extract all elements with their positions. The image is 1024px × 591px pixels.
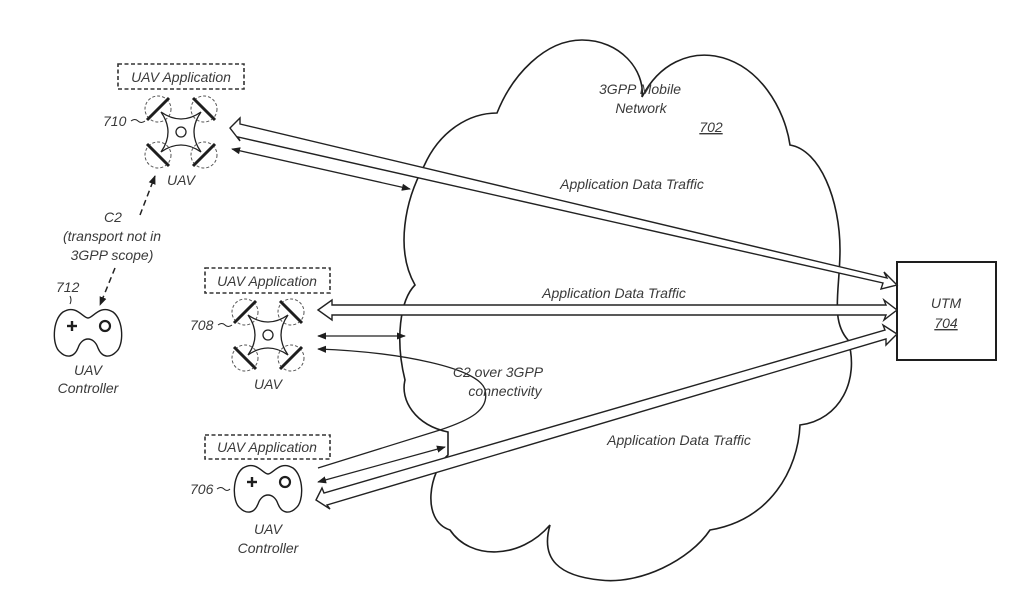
c2-direct-link-upper <box>139 175 156 216</box>
traffic-label-middle: Application Data Traffic <box>541 285 686 301</box>
uav-application-label: UAV Application <box>131 69 231 85</box>
uav-application-label: UAV Application <box>217 439 317 455</box>
uav-application-box <box>204 434 331 460</box>
c2-direct-line2: (transport not in <box>63 228 161 244</box>
controller-712-ref: 712 <box>56 279 80 295</box>
network-ref: 702 <box>699 119 723 135</box>
network-title-line1: 3GPP Mobile <box>599 81 681 97</box>
c2-3gpp-line2: connectivity <box>468 383 542 399</box>
network-title-line2: Network <box>615 100 667 116</box>
uav-application-label: UAV Application <box>217 273 317 289</box>
uav-708-label: UAV <box>254 376 284 392</box>
traffic-band-uav710-utm: Application Data Traffic <box>229 116 899 290</box>
controller-706-label-line2: Controller <box>238 540 300 556</box>
traffic-label-top: Application Data Traffic <box>559 176 704 192</box>
uav-application-box <box>204 267 331 294</box>
gamepad-icon <box>53 308 123 357</box>
uav-application-box <box>117 63 245 90</box>
c2-direct-link-lower <box>99 267 116 306</box>
gamepad-icon <box>233 464 303 513</box>
controller-712-label-line2: Controller <box>58 380 120 396</box>
drone-icon <box>231 298 305 372</box>
utm-ref: 704 <box>934 315 958 331</box>
controller-712-label-line1: UAV <box>74 362 104 378</box>
traffic-band-controller706-utm: Application Data Traffic <box>315 323 899 510</box>
c2-3gpp-line1: C2 over 3GPP <box>453 364 544 380</box>
c2-arrow-uav710-network <box>231 147 411 191</box>
c2-over-3gpp-path <box>317 345 487 469</box>
uav-710-ref: 710 <box>103 113 127 129</box>
mobile-network-cloud: 3GPP Mobile Network 702 <box>399 39 853 582</box>
c2-arrow-controller706-network <box>317 445 446 484</box>
uav-710-label: UAV <box>167 172 197 188</box>
uav-710: UAV Application 710 UAV <box>103 63 245 188</box>
traffic-label-bottom: Application Data Traffic <box>606 432 751 448</box>
utm-title: UTM <box>931 295 962 311</box>
drone-icon <box>144 95 218 169</box>
controller-706-ref: 706 <box>190 481 214 497</box>
traffic-band-uav708-utm: Application Data Traffic <box>316 285 899 323</box>
c2-direct-line1: C2 <box>104 209 122 225</box>
uav-controller-712: 712 UAV Controller <box>53 279 123 396</box>
uav-708: UAV Application 708 UAV <box>190 267 331 392</box>
uav-controller-706: UAV Application 706 UAV Controller <box>190 434 331 556</box>
utm-node: UTM 704 <box>896 261 997 361</box>
controller-706-label-line1: UAV <box>254 521 284 537</box>
c2-direct-line3: 3GPP scope) <box>71 247 154 263</box>
uav-708-ref: 708 <box>190 317 214 333</box>
